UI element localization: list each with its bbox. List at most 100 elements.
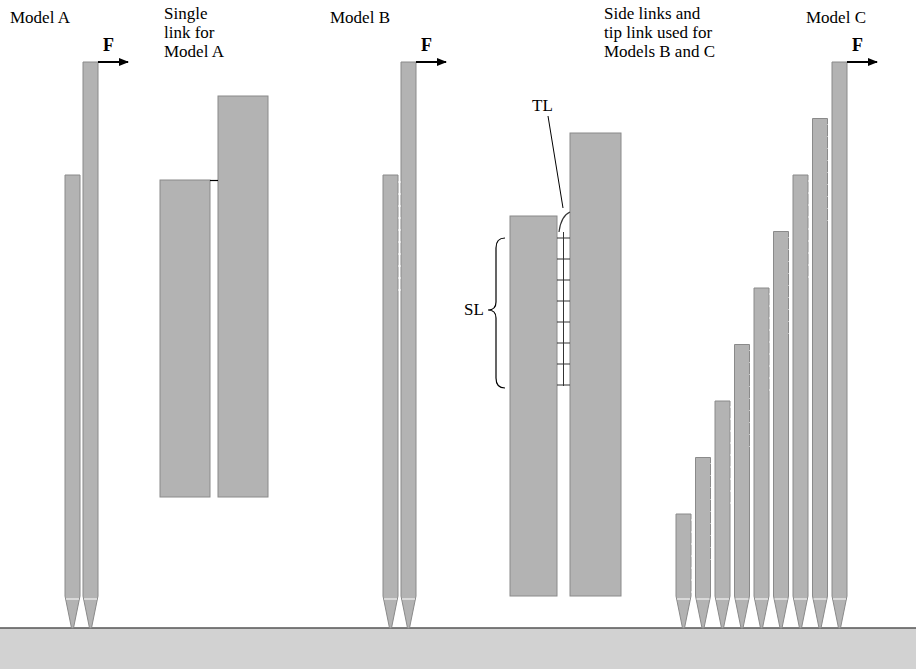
side-link-tick	[789, 273, 792, 274]
side-link-tick	[828, 160, 831, 161]
side-link-tick	[808, 193, 811, 194]
side-link-tick	[398, 182, 401, 183]
side-link-tick	[828, 124, 831, 125]
side-link-tick	[398, 194, 401, 195]
model-label: Model C	[806, 8, 866, 27]
brace	[488, 238, 505, 388]
side-link-tick	[789, 249, 792, 250]
side-link-tick	[750, 398, 753, 399]
pile-bar	[401, 62, 416, 628]
force-arrow	[416, 61, 446, 63]
pile-bar	[696, 458, 711, 629]
side-link-tick	[750, 434, 753, 435]
side-link-tick	[750, 410, 753, 411]
side-link-tick	[769, 366, 772, 367]
side-link-tick	[398, 290, 401, 291]
side-link-tick	[828, 148, 831, 149]
side-link-tick	[398, 218, 401, 219]
side-link-tick	[711, 511, 714, 512]
side-link-tick	[789, 261, 792, 262]
side-link-tick	[750, 350, 753, 351]
part-label: Single link for Model A	[164, 4, 232, 61]
side-link-tick	[808, 241, 811, 242]
side-link-tick	[750, 362, 753, 363]
side-link-tick	[750, 446, 753, 447]
side-link-tick	[711, 475, 714, 476]
side-link-tick	[769, 294, 772, 295]
pile-joint	[736, 599, 749, 600]
force-arrow	[98, 61, 128, 63]
side-link-tick	[711, 463, 714, 464]
side-link-tick	[730, 443, 733, 444]
pile-bar	[65, 175, 80, 628]
force-label: F	[852, 36, 863, 55]
part-label: Side links and tip link used for Models …	[604, 4, 716, 61]
side-link-tick	[730, 431, 733, 432]
side-link-tick	[789, 237, 792, 238]
side-link-tick	[789, 297, 792, 298]
link-bar	[570, 133, 621, 596]
pile-bar	[813, 119, 828, 629]
side-link-tick	[691, 604, 694, 605]
side-link-tick	[711, 535, 714, 536]
side-link-tick	[828, 196, 831, 197]
side-link-tick	[828, 208, 831, 209]
side-link-tick	[750, 374, 753, 375]
side-link-tick	[730, 491, 733, 492]
side-link-tick	[691, 520, 694, 521]
link-bar	[510, 216, 557, 596]
pile-joint	[755, 599, 768, 600]
side-link-tick	[398, 254, 401, 255]
side-link-rail	[563, 232, 564, 386]
side-link-tick	[730, 407, 733, 408]
side-link-tick	[828, 136, 831, 137]
side-link-tick	[691, 556, 694, 557]
side-link-tick	[808, 229, 811, 230]
side-link-tick	[789, 309, 792, 310]
model-label: Model B	[330, 8, 390, 27]
single-link	[210, 180, 218, 181]
side-link-tick	[769, 318, 772, 319]
pile-bar	[774, 232, 789, 629]
side-link-tick	[691, 544, 694, 545]
side-link-tick	[828, 184, 831, 185]
side-link-tick	[789, 321, 792, 322]
side-link-tick	[769, 306, 772, 307]
pile-joint	[402, 599, 415, 600]
side-link-tick	[730, 419, 733, 420]
pile-joint	[775, 599, 788, 600]
pile-joint	[794, 599, 807, 600]
side-link-tick	[828, 220, 831, 221]
side-link-tick	[750, 386, 753, 387]
side-link-tick	[730, 455, 733, 456]
side-links	[557, 232, 570, 386]
side-link-tick	[398, 242, 401, 243]
side-link-tick	[691, 592, 694, 593]
side-link-tick	[789, 333, 792, 334]
side-link-tick	[711, 487, 714, 488]
side-link-tick	[828, 172, 831, 173]
side-link-tick	[711, 559, 714, 560]
pile-joint	[814, 599, 827, 600]
side-link-tick	[730, 479, 733, 480]
ground	[0, 628, 916, 669]
side-link-tick	[808, 277, 811, 278]
side-link-tick	[711, 523, 714, 524]
side-link-tick	[398, 230, 401, 231]
force-label: F	[421, 36, 432, 55]
pile-joint	[84, 599, 97, 600]
side-link-tick	[691, 580, 694, 581]
force-label: F	[103, 36, 114, 55]
side-link-tick	[769, 390, 772, 391]
callout-label: SL	[464, 300, 484, 319]
pile-bar	[754, 288, 769, 628]
side-link-tick	[730, 467, 733, 468]
side-link-tick	[398, 266, 401, 267]
side-link-tick	[691, 568, 694, 569]
side-link-tick	[789, 285, 792, 286]
pile-bar	[735, 345, 750, 629]
pile-bar	[832, 62, 847, 628]
side-link-tick	[769, 378, 772, 379]
